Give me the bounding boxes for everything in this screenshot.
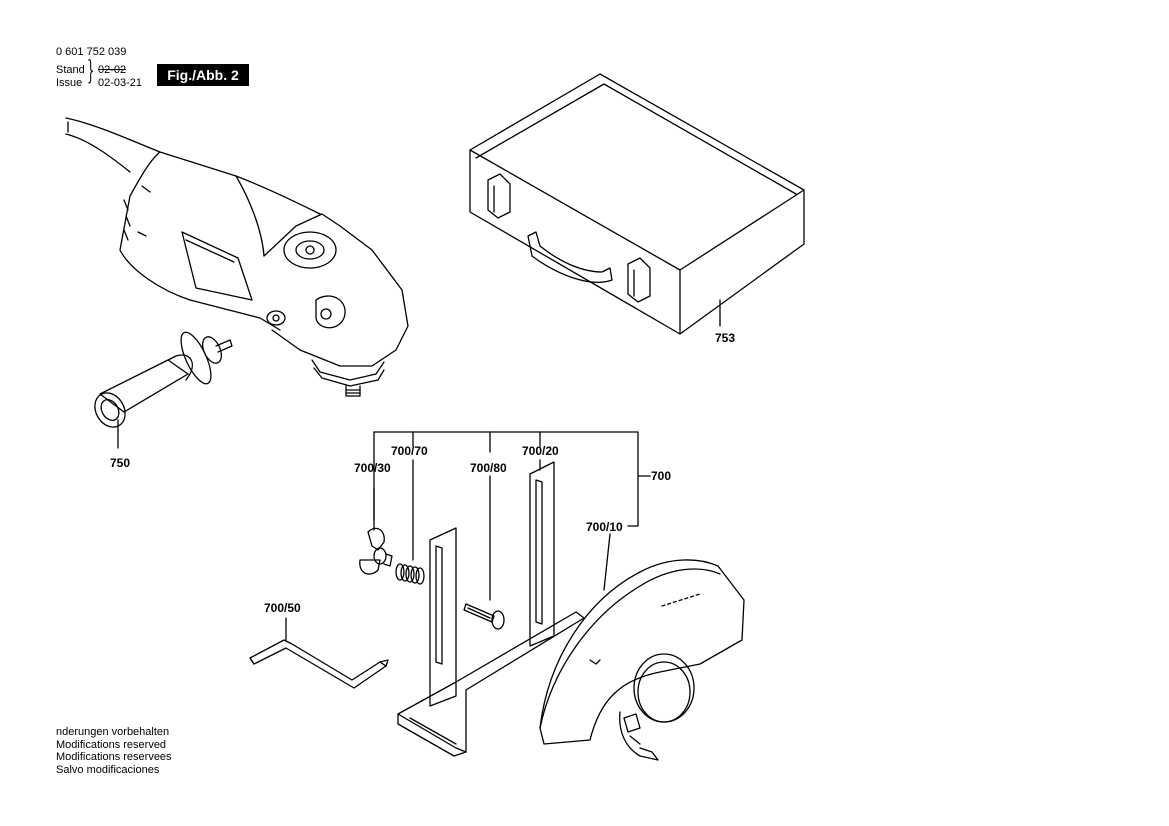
callout-700-80: 700/80 <box>470 461 507 475</box>
wing-nut-drawing <box>359 527 393 575</box>
callout-700-70: 700/70 <box>391 444 428 458</box>
callout-700: 700 <box>651 469 672 483</box>
bolt-drawing <box>463 603 505 630</box>
part-number: 0 601 752 039 <box>56 46 127 58</box>
callout-753: 753 <box>715 331 736 345</box>
footer-notes: nderungen vorbehalten Modifications rese… <box>56 726 172 776</box>
hex-key-drawing <box>249 617 389 689</box>
figure-label: Fig./Abb. 2 <box>157 64 249 86</box>
footer-line-en: Modifications reserved <box>56 738 167 751</box>
issue-label: Issue <box>56 77 83 89</box>
brace-glyph: } <box>87 56 95 86</box>
footer-line-es: Salvo modificaciones <box>56 763 160 776</box>
callout-700-30: 700/30 <box>354 461 391 475</box>
guard-drawing <box>539 559 745 761</box>
callout-750: 750 <box>110 456 131 470</box>
stand-value: 02-02 <box>98 64 127 76</box>
callout-700-50: 700/50 <box>264 601 301 615</box>
issue-value: 02-03-21 <box>98 77 143 89</box>
angle-grinder-drawing <box>65 117 409 397</box>
side-handle-drawing <box>94 331 233 449</box>
footer-line-de: nderungen vorbehalten <box>56 726 170 738</box>
cutting-guide-drawing <box>397 461 585 757</box>
stand-label: Stand <box>56 64 85 76</box>
spring-drawing <box>395 563 425 585</box>
footer-line-fr: Modifications reservees <box>56 751 172 763</box>
callout-700-20: 700/20 <box>522 444 559 458</box>
carrying-case-drawing <box>469 73 805 335</box>
callout-700-10: 700/10 <box>586 520 623 534</box>
